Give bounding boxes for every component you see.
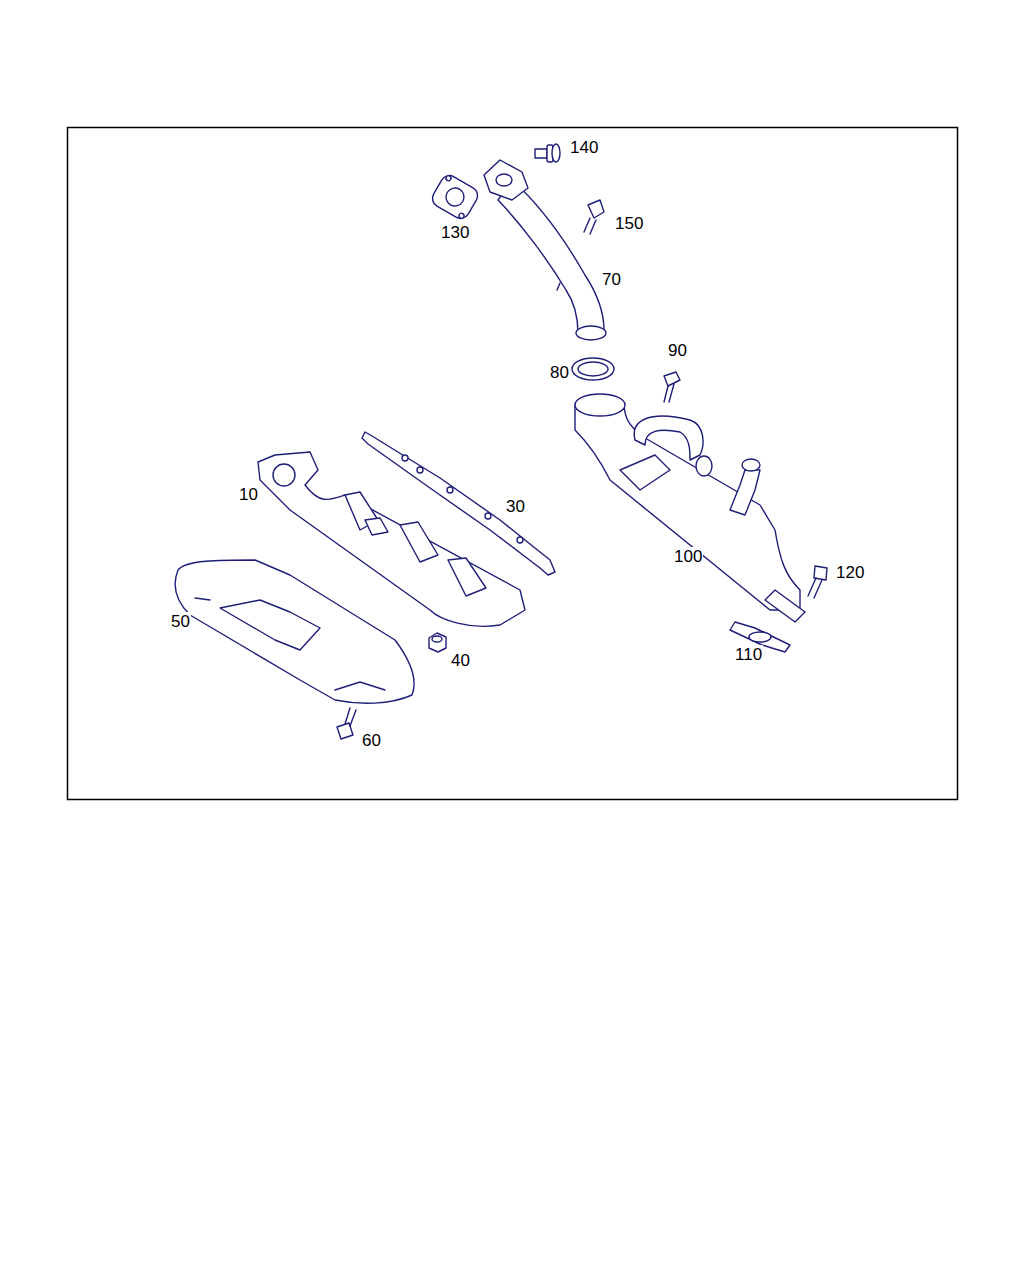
callout-number: 120 <box>835 563 865 583</box>
bolt <box>808 566 827 598</box>
callout-number: 140 <box>569 138 599 158</box>
callout-number: 100 <box>673 547 703 567</box>
callout-number: 110 <box>734 645 763 665</box>
heat-shield <box>175 560 414 703</box>
bolt <box>535 144 560 162</box>
callout-number: 40 <box>450 651 471 671</box>
nut <box>429 633 446 652</box>
callout-number: 150 <box>614 214 644 234</box>
callout-number: 60 <box>361 731 382 751</box>
callout-number: 70 <box>601 270 622 290</box>
egr-pipe <box>484 160 606 340</box>
callout-number: 130 <box>440 223 470 243</box>
seal-ring <box>572 358 614 380</box>
bolt <box>584 200 604 234</box>
frame <box>68 128 958 800</box>
flange-gasket <box>429 172 481 221</box>
callout-number: 30 <box>505 497 526 517</box>
callout-number: 50 <box>170 612 191 632</box>
callout-number: 80 <box>549 363 570 383</box>
bolt <box>337 708 356 739</box>
callout-number: 90 <box>667 341 688 361</box>
callout-number: 10 <box>238 485 259 505</box>
egr-cooler <box>575 394 805 622</box>
bolt <box>664 372 680 402</box>
